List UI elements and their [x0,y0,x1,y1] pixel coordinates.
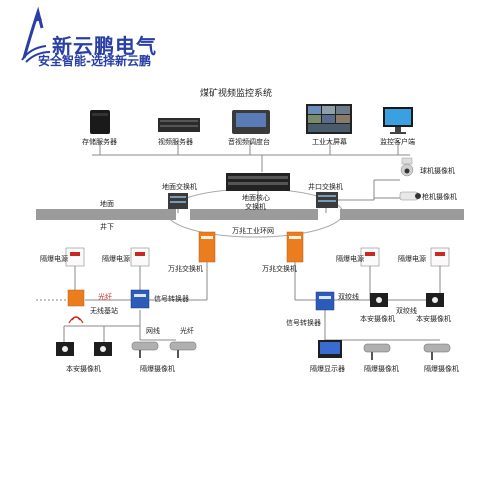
diagram-title: 煤矿视频监控系统 [200,89,273,99]
well-switch-icon [316,192,338,208]
big-screen-icon [306,104,352,134]
logo-icon [21,6,51,63]
dual-twisted-1-label: 双绞线 [338,293,359,301]
bullet-camera-icon [399,191,421,201]
surface-switch-label: 地面交换机 [162,183,197,191]
brand-name: 新云鹏电气 [52,34,157,58]
video-server-label: 视频服务器 [158,138,193,146]
intrinsic-camera-right2-label: 本安摄像机 [416,315,451,323]
intrinsic-camera-right2-icon [426,293,444,307]
left-switch-label: 万兆交换机 [168,265,203,273]
monitor-client-icon [383,107,413,134]
signal-converter-right-icon [315,291,335,311]
explosion-display-label: 隔爆显示器 [310,365,345,373]
dispatch-console-icon [232,110,270,134]
left-ring-switch-icon [198,231,216,263]
dome-camera-icon [400,157,414,177]
explosion-camera-right2-label: 隔爆摄像机 [424,365,459,373]
signal-converter-left-icon [130,289,150,309]
intrinsic-camera-left-label: 本安摄像机 [66,365,101,373]
fiber-left-label: 光纤 [98,293,112,301]
dome-camera-label: 球机摄像机 [420,167,455,175]
ground-label: 地面 [100,200,114,208]
core-switch-label-2: 交换机 [245,203,266,211]
explosion-power-left1-icon [65,247,85,267]
dispatch-console-label: 音视频调度台 [228,138,270,146]
ring-network-label: 万兆工业环网 [232,227,274,235]
video-server-icon [158,118,200,132]
dual-twisted-2-label: 双绞线 [396,307,417,315]
ground-bar-right [340,209,464,220]
explosion-display-icon [318,340,342,358]
signal-converter-right-label: 信号转换器 [286,319,321,327]
wireless-station-label: 无线基站 [90,307,118,315]
core-switch-icon [226,173,290,191]
wireless-station-icon [67,289,85,324]
right-switch-label: 万兆交换机 [262,265,297,273]
surface-switch-icon [168,193,188,209]
explosion-power-right2-icon [430,247,450,267]
ground-bar-left [36,209,176,220]
well-switch-label: 井口交换机 [308,183,343,191]
explosion-camera-left-label: 隔爆摄像机 [140,365,175,373]
ground-bar-middle [190,209,318,220]
core-switch-label-1: 地面核心 [242,194,270,202]
explosion-power-right1-icon [360,247,380,267]
storage-server-label: 存储服务器 [82,138,117,146]
power-left2-label: 隔爆电源 [102,255,130,263]
explosion-camera-right1-label: 隔爆摄像机 [364,365,399,373]
big-screen-label: 工业大屏幕 [312,138,347,146]
power-right1-label: 隔爆电源 [336,255,364,263]
power-right2-label: 隔爆电源 [398,255,426,263]
intrinsic-camera-left1-icon [56,342,74,356]
brand-slogan: 安全智能-选择新云鹏 [38,54,151,68]
explosion-camera-left2-icon [169,341,197,358]
signal-converter-left-label: 信号转换器 [154,295,189,303]
explosion-camera-left1-icon [131,341,159,358]
underground-label: 井下 [100,223,114,231]
storage-server-icon [90,110,110,134]
explosion-camera-right2-icon [423,343,451,360]
intrinsic-camera-right1-icon [370,293,388,307]
right-ring-switch-icon [286,231,304,263]
bullet-camera-label: 枪机摄像机 [422,193,457,201]
intrinsic-camera-right1-label: 本安摄像机 [360,315,395,323]
client-label: 监控客户端 [380,138,415,146]
explosion-camera-right1-icon [363,343,391,360]
power-left1-label: 隔爆电源 [40,255,68,263]
network-cable-label: 网线 [146,327,160,335]
explosion-power-left2-icon [130,247,150,267]
fiber-mid-label: 光纤 [180,327,194,335]
intrinsic-camera-left2-icon [94,342,112,356]
